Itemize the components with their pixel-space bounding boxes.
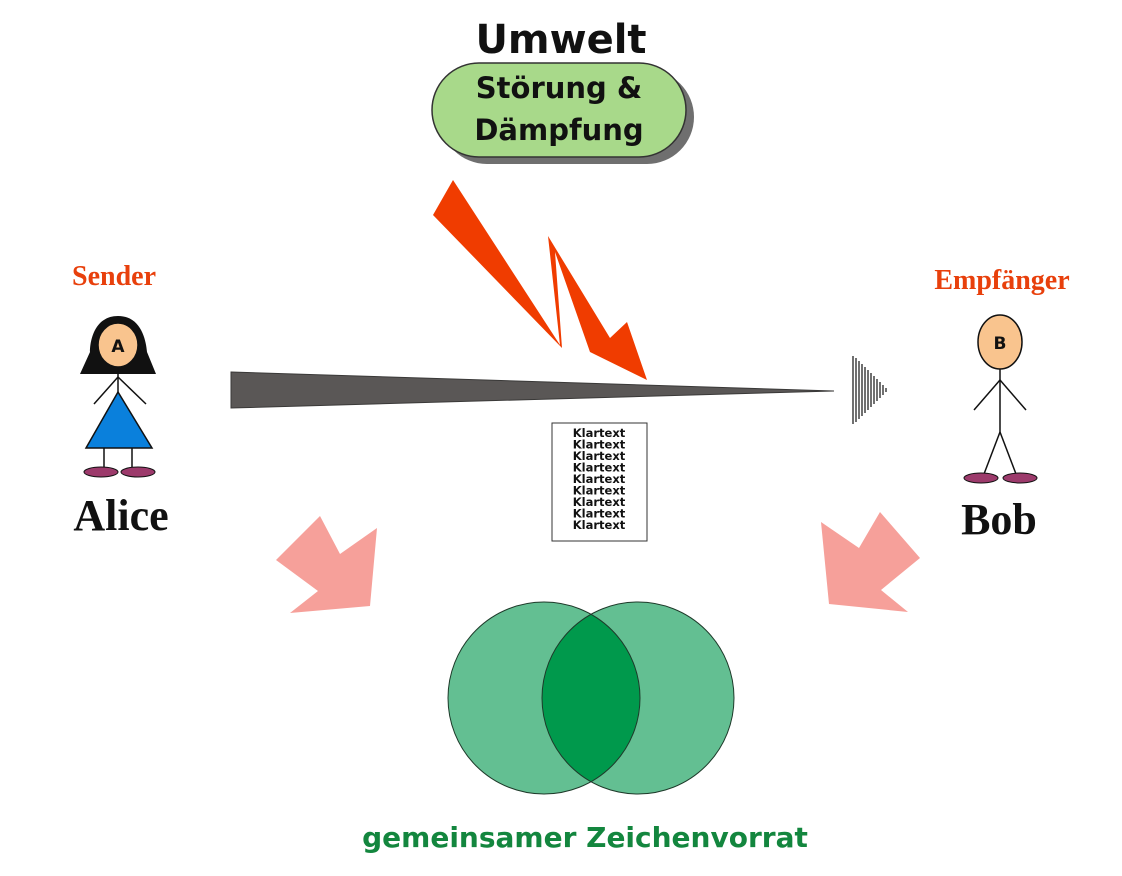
message-line: Klartext <box>573 507 626 521</box>
environment-box-body <box>431 62 687 158</box>
receiver-name: Bob <box>961 495 1037 544</box>
message-line: Klartext <box>573 484 626 498</box>
message-line: Klartext <box>573 449 626 463</box>
message-line: Klartext <box>573 472 626 486</box>
shared-caption: gemeinsamer Zeichenvorrat <box>362 821 808 854</box>
alice-dress <box>84 390 154 449</box>
message-line: Klartext <box>573 495 626 509</box>
lightning-bolt-icon <box>433 180 647 380</box>
signal-beam <box>230 371 835 409</box>
environment-title: Umwelt <box>475 17 646 63</box>
environment-box-line1: Störung & <box>476 71 642 105</box>
bob-figure: B <box>963 314 1038 484</box>
alice-badge: A <box>111 337 125 357</box>
receiver-role-label: Empfänger <box>934 265 1069 296</box>
sender-name: Alice <box>73 491 168 540</box>
environment-box-line2: Dämpfung <box>474 113 643 147</box>
message-line: Klartext <box>573 461 626 475</box>
alice-figure: A <box>80 316 156 478</box>
receiving-arrowhead-icon <box>852 356 887 424</box>
bob-badge: B <box>994 334 1007 354</box>
message-line: Klartext <box>573 518 626 532</box>
message-document-border <box>551 422 648 542</box>
venn-overlap <box>542 602 640 794</box>
arrow-from-alice-icon <box>276 516 377 613</box>
message-line: Klartext <box>573 426 626 440</box>
message-line: Klartext <box>573 438 626 452</box>
sender-role-label: Sender <box>72 261 156 292</box>
environment-box: Störung & Dämpfung <box>431 62 694 164</box>
message-document: KlartextKlartextKlartextKlartextKlartext… <box>551 422 648 542</box>
arrow-from-bob-icon <box>821 512 920 612</box>
shared-symbols-venn <box>447 601 735 795</box>
